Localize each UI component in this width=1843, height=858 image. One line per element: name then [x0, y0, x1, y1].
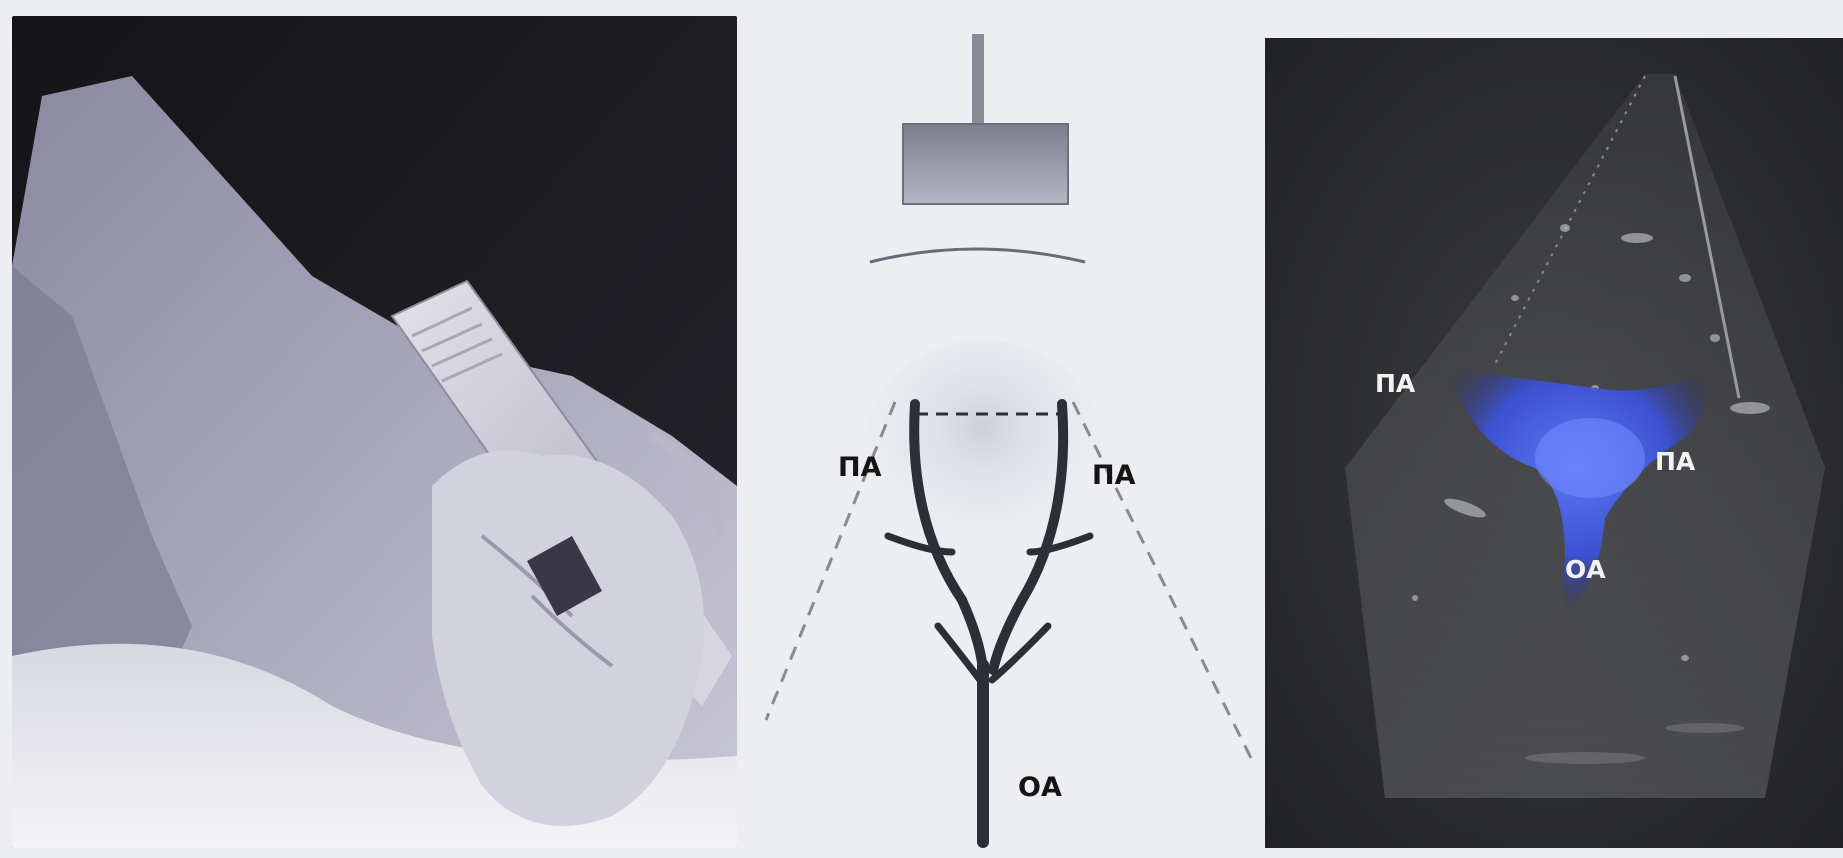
probe-placement-photo [12, 16, 737, 848]
echo-right-atrium-label: ПА [1655, 447, 1696, 476]
echo-left-atrium-label: ПА [1375, 369, 1416, 398]
right-atrium-label: ПА [1092, 460, 1136, 491]
echo-scan: ПА ПА ОА [1265, 38, 1843, 848]
probe-photo-illustration [12, 16, 737, 848]
sector-line-right [1073, 402, 1252, 760]
schematic-diagram: ПА ПА ОА [740, 0, 1260, 858]
skin-surface-arc [870, 249, 1085, 262]
left-atrium-label: ПА [838, 452, 882, 483]
transducer-icon [903, 34, 1068, 204]
aorta-label: ОА [1018, 772, 1062, 803]
sector-line-left [766, 402, 895, 720]
echo-aorta-label: ОА [1565, 555, 1606, 584]
ultrasound-image: ПА ПА ОА [1265, 38, 1843, 848]
schematic-drawing: ПА ПА ОА [740, 0, 1260, 858]
